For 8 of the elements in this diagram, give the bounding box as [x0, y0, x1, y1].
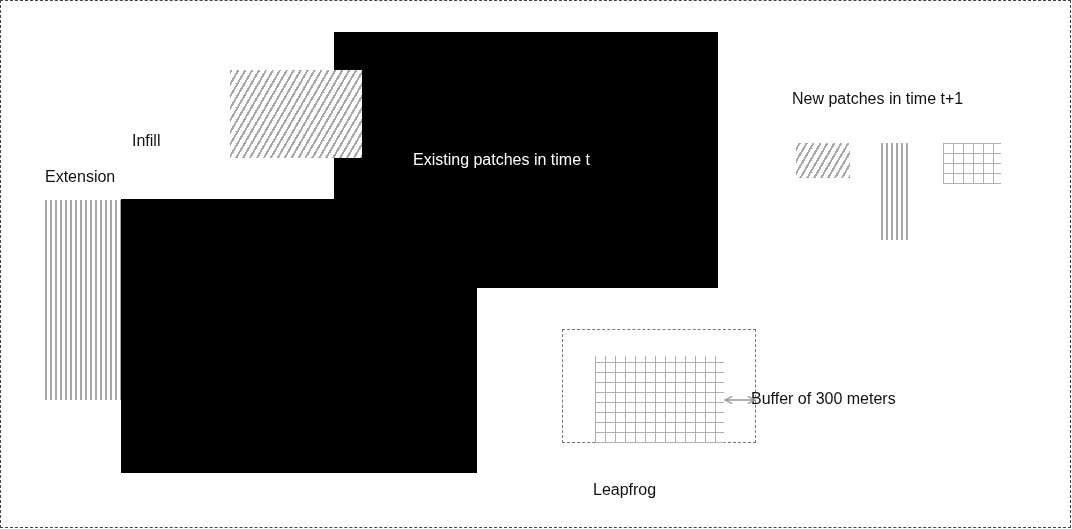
- note-text: Buffer of 300 meters: [751, 390, 896, 408]
- hatched-patch: [230, 70, 362, 158]
- note-text: Extension: [45, 168, 116, 186]
- patch-label: Existing patches in time t: [413, 151, 590, 169]
- note-text: Leapfrog: [593, 481, 657, 499]
- double-arrow: [724, 395, 756, 405]
- note-text: Infill: [132, 132, 161, 150]
- note-text: New patches in time t+1: [792, 90, 964, 108]
